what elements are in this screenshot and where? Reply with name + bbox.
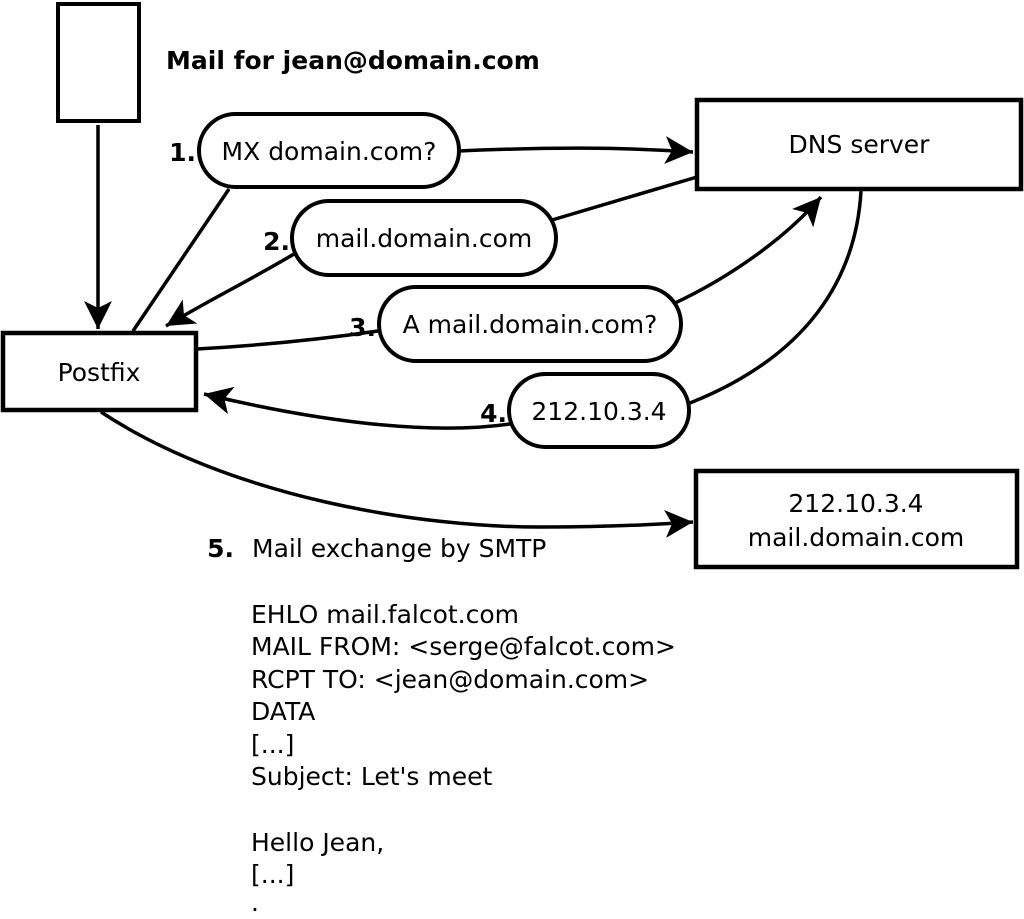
reply4-pill-label: 212.10.3.4 [531,397,666,426]
line-postfix-to-query3 [196,329,379,351]
arrow-reply4-to-postfix [203,386,511,430]
query3-pill-label: A mail.domain.com? [403,310,658,339]
smtp-line-mailfrom: MAIL FROM: <serge@falcot.com> [251,632,676,661]
smtp-line-hello: Hello Jean, [251,828,384,857]
dns-server-node [694,97,1024,192]
arrow-postfix-to-mailserver [100,410,694,538]
step5-number: 5. [207,534,234,563]
query3-pill [377,285,683,363]
postfix-node [0,330,199,413]
reply2-pill-label: mail.domain.com [316,224,532,253]
step1-number: 1. [169,138,196,167]
reply4-pill [507,372,691,449]
mailserver-node-ip: 212.10.3.4 [788,489,923,518]
step5-label: Mail exchange by SMTP [252,534,546,563]
mail-envelope-shape [56,2,141,123]
line-dns-to-reply4 [689,190,863,405]
smtp-line-dot: . [251,888,259,917]
smtp-line-data: DATA [251,697,315,726]
query1-pill-label: MX domain.com? [222,137,437,166]
arrow-query1-to-dns [458,136,694,165]
smtp-session-transcript: EHLO mail.falcot.com MAIL FROM: <serge@f… [251,600,676,917]
mailserver-node-hostname: mail.domain.com [748,523,964,552]
line-postfix-to-query1 [131,188,231,332]
smtp-line-ellipsis2: [...] [251,860,294,889]
postfix-node-label: Postfix [58,358,141,387]
step4-number: 4. [480,399,507,428]
reply2-pill [290,199,558,277]
smtp-line-ellipsis1: [...] [251,730,294,759]
arrow-reply2-to-postfix [165,252,295,328]
diagram-title: Mail for jean@domain.com [166,46,540,75]
arrow-query3-to-dns [672,195,823,306]
line-dns-to-reply2 [551,175,698,222]
query1-pill [197,112,461,189]
dns-server-node-label: DNS server [789,130,931,159]
mailserver-node [693,468,1020,570]
smtp-line-rcptto: RCPT TO: <jean@domain.com> [251,665,649,694]
step3-number: 3. [349,313,376,342]
smtp-line-subject: Subject: Let's meet [251,762,492,791]
step2-number: 2. [263,227,290,256]
smtp-line-ehlo: EHLO mail.falcot.com [251,600,519,629]
